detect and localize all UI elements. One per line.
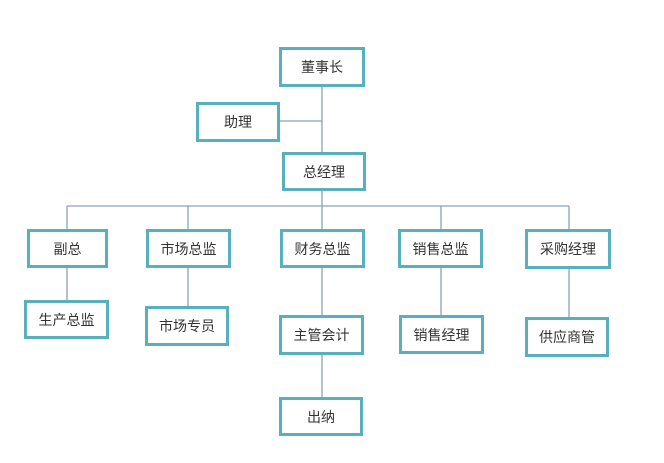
node-marketing-director: 市场总监 — [146, 229, 231, 268]
node-vice-president: 副总 — [27, 229, 108, 268]
node-supplier-manager: 供应商管 — [525, 317, 609, 357]
node-sales-manager: 销售经理 — [399, 315, 484, 354]
node-general-manager: 总经理 — [282, 152, 366, 191]
node-cashier: 出纳 — [279, 397, 363, 436]
node-chief-accountant: 主管会计 — [279, 315, 364, 355]
node-sales-director: 销售总监 — [398, 229, 483, 268]
node-production-director: 生产总监 — [24, 300, 109, 339]
node-assistant: 助理 — [196, 102, 280, 142]
node-chairman: 董事长 — [279, 47, 365, 87]
node-marketing-specialist: 市场专员 — [145, 306, 229, 346]
node-purchasing-manager: 采购经理 — [525, 229, 611, 269]
node-finance-director: 财务总监 — [280, 229, 365, 268]
